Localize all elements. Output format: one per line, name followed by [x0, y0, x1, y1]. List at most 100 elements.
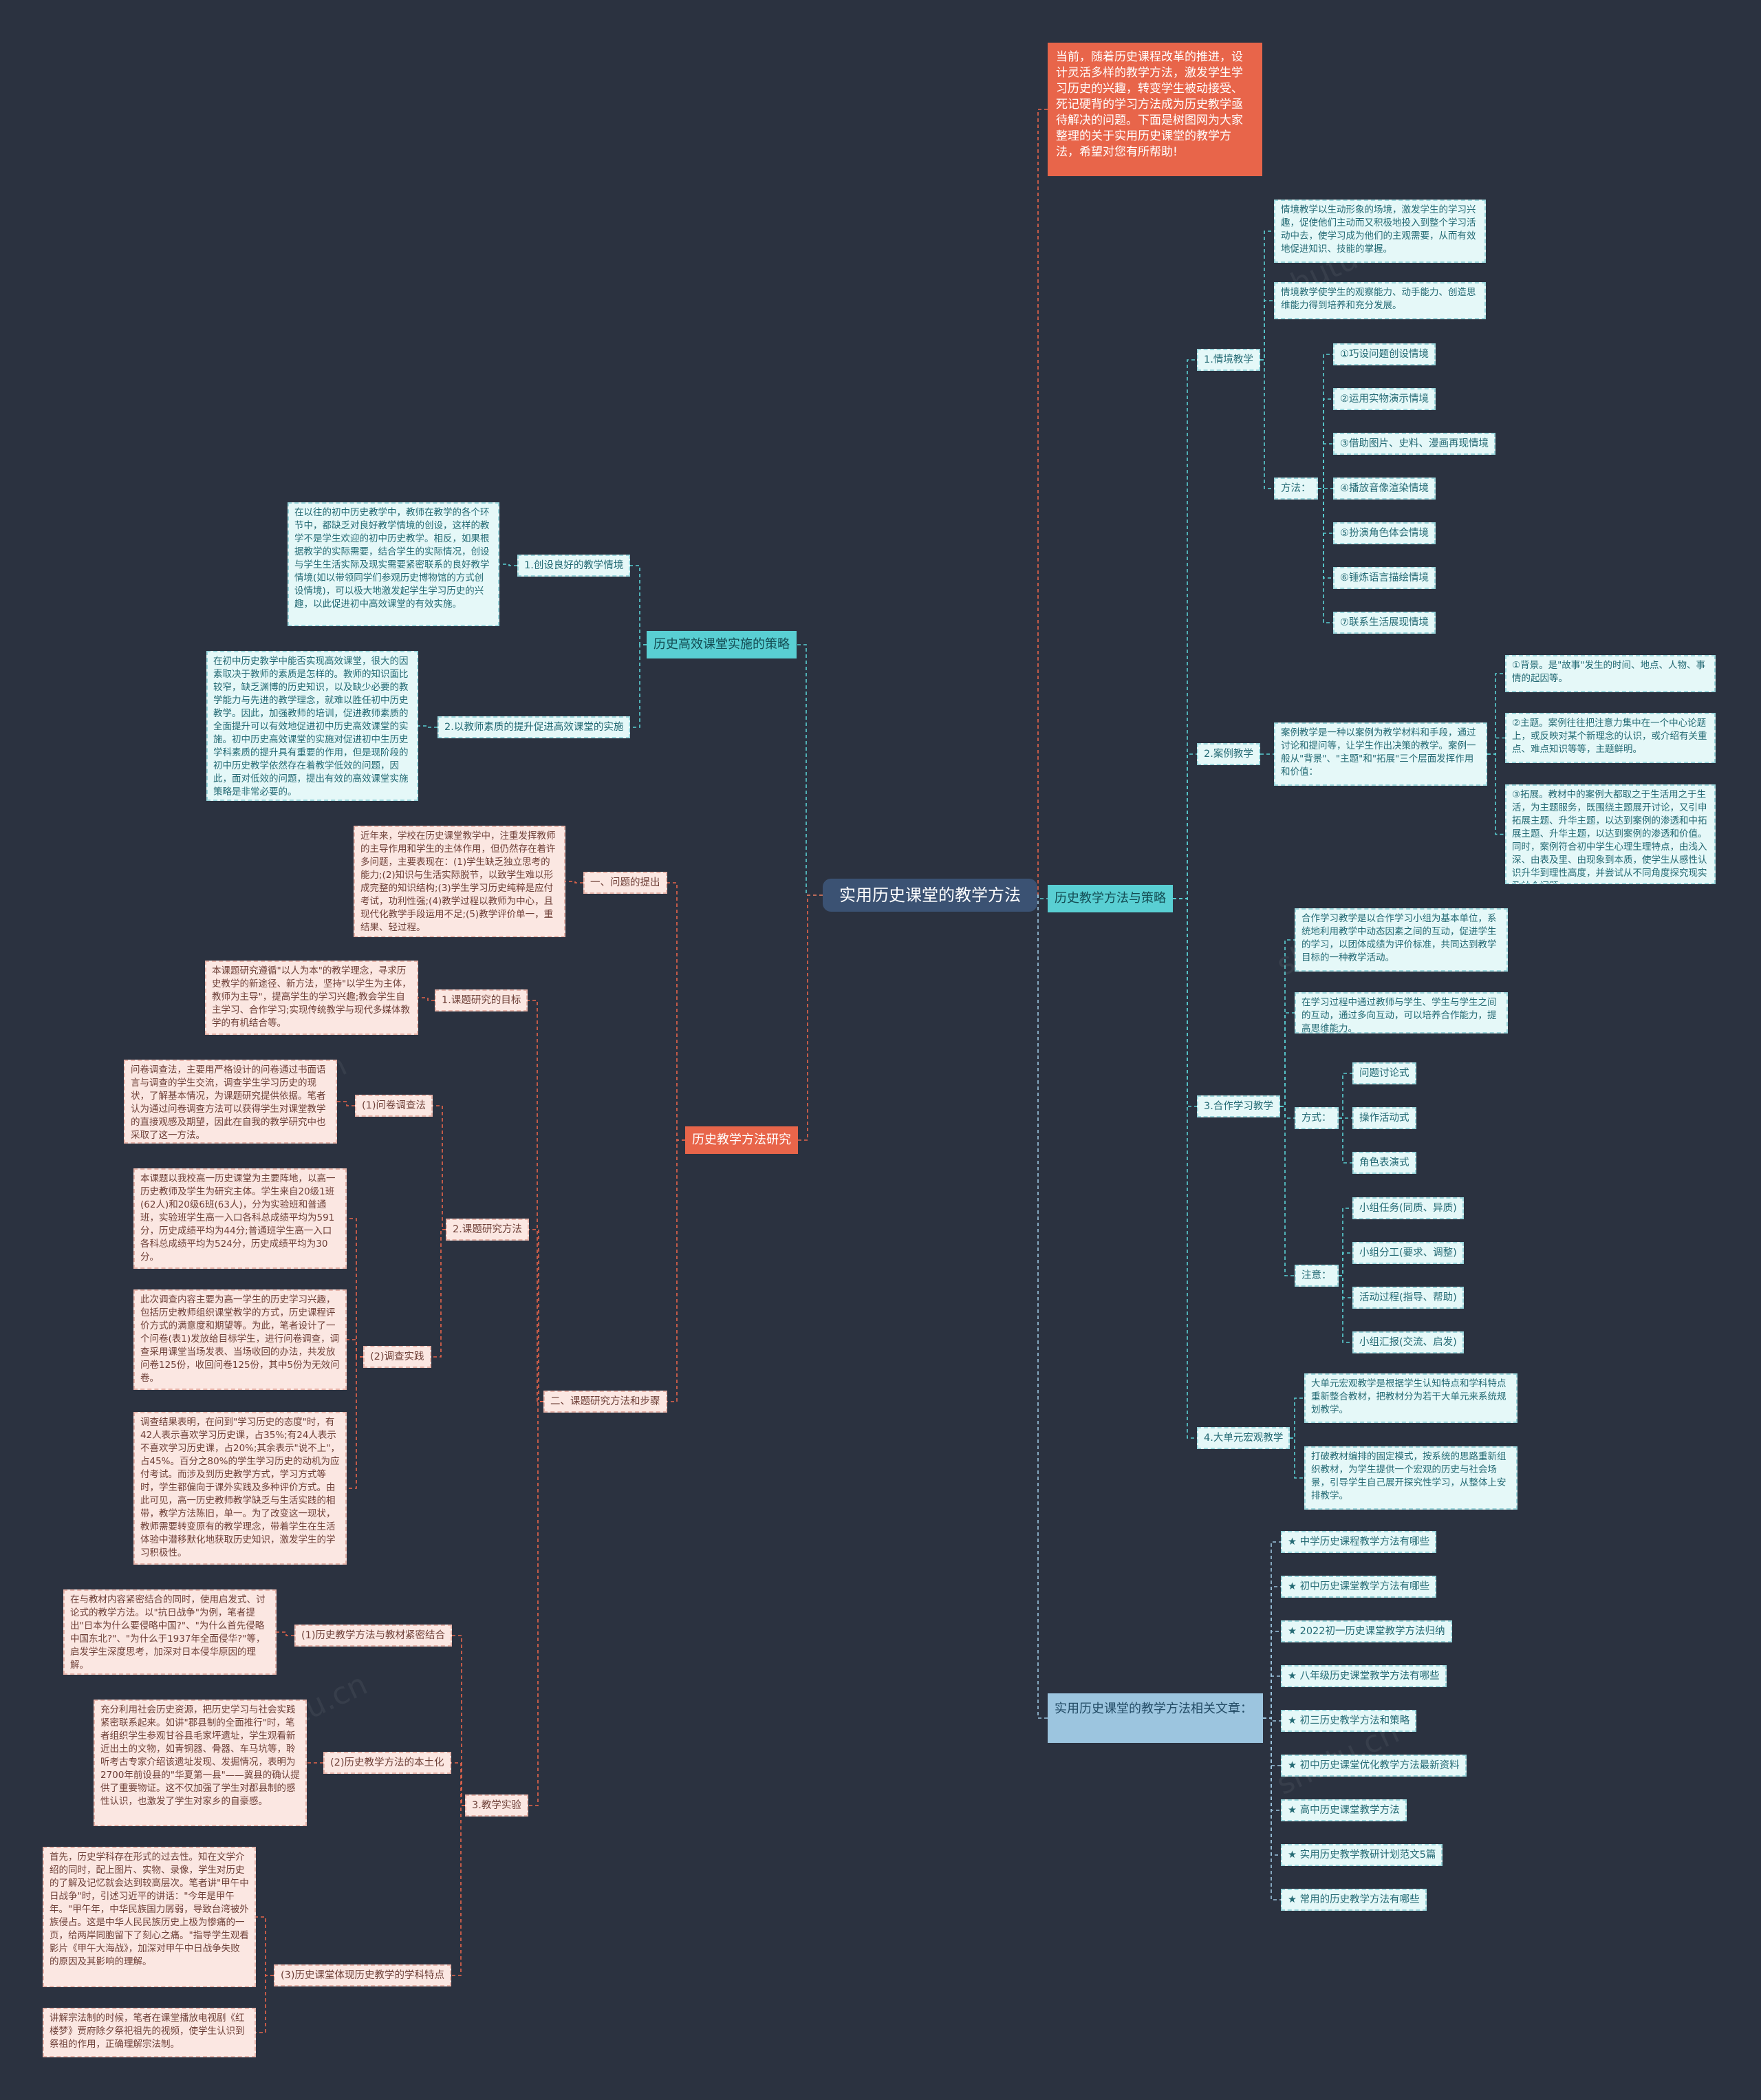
- connector-line: [528, 1000, 543, 1402]
- strategy-1-text[interactable]: 在以往的初中历史教学中，教师在教学的各个环节中，都缺乏对良好教学情境的创设，这样…: [288, 502, 499, 626]
- situation-method-item[interactable]: ③借助图片、史料、漫画再现情境: [1333, 433, 1495, 455]
- situation-method-item[interactable]: ②运用实物演示情境: [1333, 388, 1436, 410]
- coop-desc-2[interactable]: 在学习过程中通过教师与学生、学生与学生之间的互动，通过多向互动，可以培养合作能力…: [1295, 992, 1508, 1033]
- situation-desc-1[interactable]: 情境教学以生动形象的场境，激发学生的学习兴趣，促使他们主动而又积极地投入到整个学…: [1274, 200, 1486, 263]
- case-background[interactable]: ①背景。是"故事"发生的时间、地点、人物、事情的起因等。: [1505, 655, 1716, 692]
- branch-related-articles[interactable]: 实用历史课堂的教学方法相关文章：: [1048, 1693, 1263, 1743]
- connector-line: [1263, 1586, 1281, 1719]
- connector-line: [337, 1101, 355, 1106]
- intro-summary[interactable]: 当前，随着历史课程改革的推进，设计灵活多样的教学方法，激发学生学习历史的兴趣，转…: [1048, 43, 1262, 176]
- situation-method-item[interactable]: ⑥锤炼语言描绘情境: [1333, 567, 1436, 589]
- unit-desc-2[interactable]: 打破教材编排的固定模式，按系统的思路重新组织教材，为学生提供一个宏观的历史与社会…: [1304, 1446, 1517, 1510]
- connector-line: [1339, 1275, 1352, 1298]
- related-article-link[interactable]: ★ 高中历史课堂教学方法: [1281, 1799, 1407, 1821]
- related-article-link[interactable]: ★ 初中历史课堂教学方法有哪些: [1281, 1576, 1437, 1598]
- practice-text-3[interactable]: 调查结果表明，在问到"学习历史的态度"时，有42人表示喜欢学习历史课，占35%;…: [133, 1412, 347, 1565]
- connector-line: [1263, 1675, 1281, 1719]
- connector-line: [1173, 898, 1197, 1107]
- connector-line: [1280, 1106, 1295, 1276]
- branch-method-research[interactable]: 历史教学方法研究: [685, 1126, 798, 1154]
- connector-line: [667, 1139, 685, 1402]
- experiment-1[interactable]: (1)历史教学方法与教材紧密结合: [294, 1625, 453, 1647]
- case-extension[interactable]: ③拓展。教材中的案例大都取之于生活用之于生活，为主题服务，既围绕主题展开讨论，又…: [1505, 784, 1716, 884]
- practice-text-1[interactable]: 本课题以我校高一历史课堂为主要阵地，以高一历史教师及学生为研究主体。学生来自20…: [133, 1168, 347, 1269]
- connector-line: [1263, 1631, 1281, 1719]
- related-article-link[interactable]: ★ 实用历史教学教研计划范文5篇: [1281, 1844, 1443, 1866]
- situation-method-item[interactable]: ⑤扮演角色体会情境: [1333, 522, 1436, 544]
- connector-line: [1339, 1208, 1352, 1276]
- branch-efficient-strategy[interactable]: 历史高效课堂实施的策略: [647, 631, 797, 658]
- experiment-1-text[interactable]: 在与教材内容紧密结合的同时，使用启发式、讨论式的教学方法。以"抗日战争"为例，笔…: [63, 1589, 277, 1675]
- situation-methods-label[interactable]: 方法：: [1274, 478, 1318, 500]
- connector-line: [1260, 300, 1274, 361]
- unit-desc-1[interactable]: 大单元宏观教学是根据学生认知特点和学科特点重新整合教材，把教材分为若干大单元来系…: [1304, 1373, 1517, 1423]
- coop-note-item[interactable]: 小组任务(同质、异质): [1352, 1197, 1464, 1219]
- research-steps[interactable]: 二、课题研究方法和步骤: [543, 1391, 667, 1413]
- research-goal[interactable]: 1.课题研究的目标: [435, 989, 528, 1011]
- coop-note-item[interactable]: 小组汇报(交流、启发): [1352, 1331, 1464, 1353]
- situation-method-item[interactable]: ④播放音像渲染情境: [1333, 478, 1436, 500]
- experiment-2[interactable]: (2)历史教学方法的本土化: [323, 1752, 451, 1774]
- connector-line: [1339, 1275, 1352, 1343]
- survey-practice[interactable]: (2)调查实践: [363, 1346, 431, 1368]
- survey-text[interactable]: 问卷调查法，主要用严格设计的问卷通过书面语言与调查的学生交流，调查学生学习历史的…: [124, 1060, 337, 1144]
- situation-desc-2[interactable]: 情境教学使学生的观察能力、动手能力、创造思维能力得到培养和充分发展。: [1274, 282, 1486, 319]
- coop-way-item[interactable]: 角色表演式: [1352, 1152, 1416, 1174]
- connector-line: [1173, 753, 1197, 899]
- teaching-experiment[interactable]: 3.教学实验: [465, 1794, 528, 1817]
- case-teaching[interactable]: 2.案例教学: [1197, 743, 1260, 765]
- unit-teaching[interactable]: 4.大单元宏观教学: [1197, 1427, 1290, 1449]
- connector-line: [418, 997, 435, 1001]
- coop-notes-label[interactable]: 注意：: [1295, 1265, 1339, 1287]
- connector-line: [499, 564, 517, 566]
- coop-ways-label[interactable]: 方式：: [1295, 1107, 1339, 1129]
- situation-method-item[interactable]: ①巧设问题创设情境: [1333, 343, 1436, 365]
- related-article-link[interactable]: ★ 常用的历史教学方法有哪些: [1281, 1889, 1427, 1911]
- connector-line: [1260, 359, 1274, 489]
- situation-teaching[interactable]: 1.情境教学: [1197, 349, 1260, 371]
- research-method[interactable]: 2.课题研究方法: [446, 1219, 529, 1241]
- connector-line: [347, 1356, 363, 1489]
- connector-line: [1339, 1117, 1352, 1164]
- connector-line: [1318, 443, 1333, 489]
- situation-method-item[interactable]: ⑦联系生活展现情境: [1333, 612, 1436, 634]
- root-topic[interactable]: 实用历史课堂的教学方法: [823, 879, 1037, 912]
- connector-line: [1037, 894, 1048, 1719]
- practice-text-2[interactable]: 此次调查内容主要为高一学生的历史学习兴趣，包括历史教师组织课堂教学的方式，历史课…: [133, 1289, 347, 1390]
- coop-way-item[interactable]: 问题讨论式: [1352, 1062, 1416, 1084]
- experiment-3-text-2[interactable]: 讲解宗法制的时候，笔者在课堂播放电视剧《红楼梦》贾府除夕祭祀祖先的视频，使学生认…: [43, 2008, 256, 2057]
- connector-line: [1318, 488, 1333, 534]
- survey-method[interactable]: (1)问卷调查法: [355, 1095, 433, 1117]
- related-article-link[interactable]: ★ 八年级历史课堂教学方法有哪些: [1281, 1665, 1447, 1687]
- strategy-2-text[interactable]: 在初中历史教学中能否实现高效课堂，很大的因素取决于教师的素质是怎样的。教师的知识…: [206, 651, 418, 801]
- coop-desc-1[interactable]: 合作学习教学是以合作学习小组为基本单位，系统地利用教学中动态因素之间的互动，促进…: [1295, 908, 1508, 972]
- connector-line: [1290, 1397, 1304, 1439]
- experiment-3-text-1[interactable]: 首先，历史学科存在形式的过去性。知在文学介绍的同时，配上图片、实物、录像，学生对…: [43, 1847, 256, 1987]
- strategy-1[interactable]: 1.创设良好的教学情境: [517, 555, 631, 577]
- case-theme[interactable]: ②主题。案例往往把注意力集中在一个中心论题上，或反映对某个新理念的认识，或介绍有…: [1505, 713, 1716, 763]
- problem-raised[interactable]: 一、问题的提出: [583, 872, 667, 894]
- related-article-link[interactable]: ★ 中学历史课程教学方法有哪些: [1281, 1531, 1437, 1553]
- connector-line: [1339, 1073, 1352, 1119]
- connector-line: [1280, 1106, 1295, 1119]
- connector-line: [1263, 1717, 1281, 1900]
- problem-text[interactable]: 近年来，学校在历史课堂教学中，注重发挥教师的主导作用和学生的主体作用，但仍然存在…: [354, 826, 565, 937]
- experiment-2-text[interactable]: 充分利用社会历史资源，把历史学习与社会实践紧密联系起来。如讲"郡县制的全面推行"…: [94, 1700, 307, 1826]
- coop-teaching[interactable]: 3.合作学习教学: [1197, 1095, 1280, 1117]
- related-article-link[interactable]: ★ 初中历史课堂优化教学方法最新资料: [1281, 1755, 1467, 1777]
- connector-line: [431, 1229, 446, 1358]
- experiment-3[interactable]: (3)历史课堂体现历史教学的学科特点: [274, 1964, 452, 1986]
- connector-line: [630, 644, 647, 728]
- connector-line: [528, 1401, 543, 1806]
- coop-way-item[interactable]: 操作活动式: [1352, 1107, 1416, 1129]
- connector-line: [1290, 1437, 1304, 1479]
- strategy-2[interactable]: 2.以教师素质的提升促进高效课堂的实施: [437, 716, 631, 738]
- branch-teaching-methods[interactable]: 历史教学方法与策略: [1048, 885, 1173, 912]
- related-article-link[interactable]: ★ 初三历史教学方法和策略: [1281, 1710, 1417, 1732]
- related-article-link[interactable]: ★ 2022初一历史课堂教学方法归纳: [1281, 1620, 1452, 1642]
- case-desc[interactable]: 案例教学是一种以案例为教学材料和手段，通过讨论和提问等，让学生作出决策的教学。案…: [1274, 722, 1487, 786]
- coop-note-item[interactable]: 小组分工(要求、调整): [1352, 1242, 1464, 1264]
- research-goal-text[interactable]: 本课题研究遵循"以人为本"的教学理念，寻求历史教学的新途径、新方法，坚持"以学生…: [205, 961, 418, 1035]
- coop-note-item[interactable]: 活动过程(指导、帮助): [1352, 1287, 1464, 1309]
- connector-line: [1339, 1252, 1352, 1276]
